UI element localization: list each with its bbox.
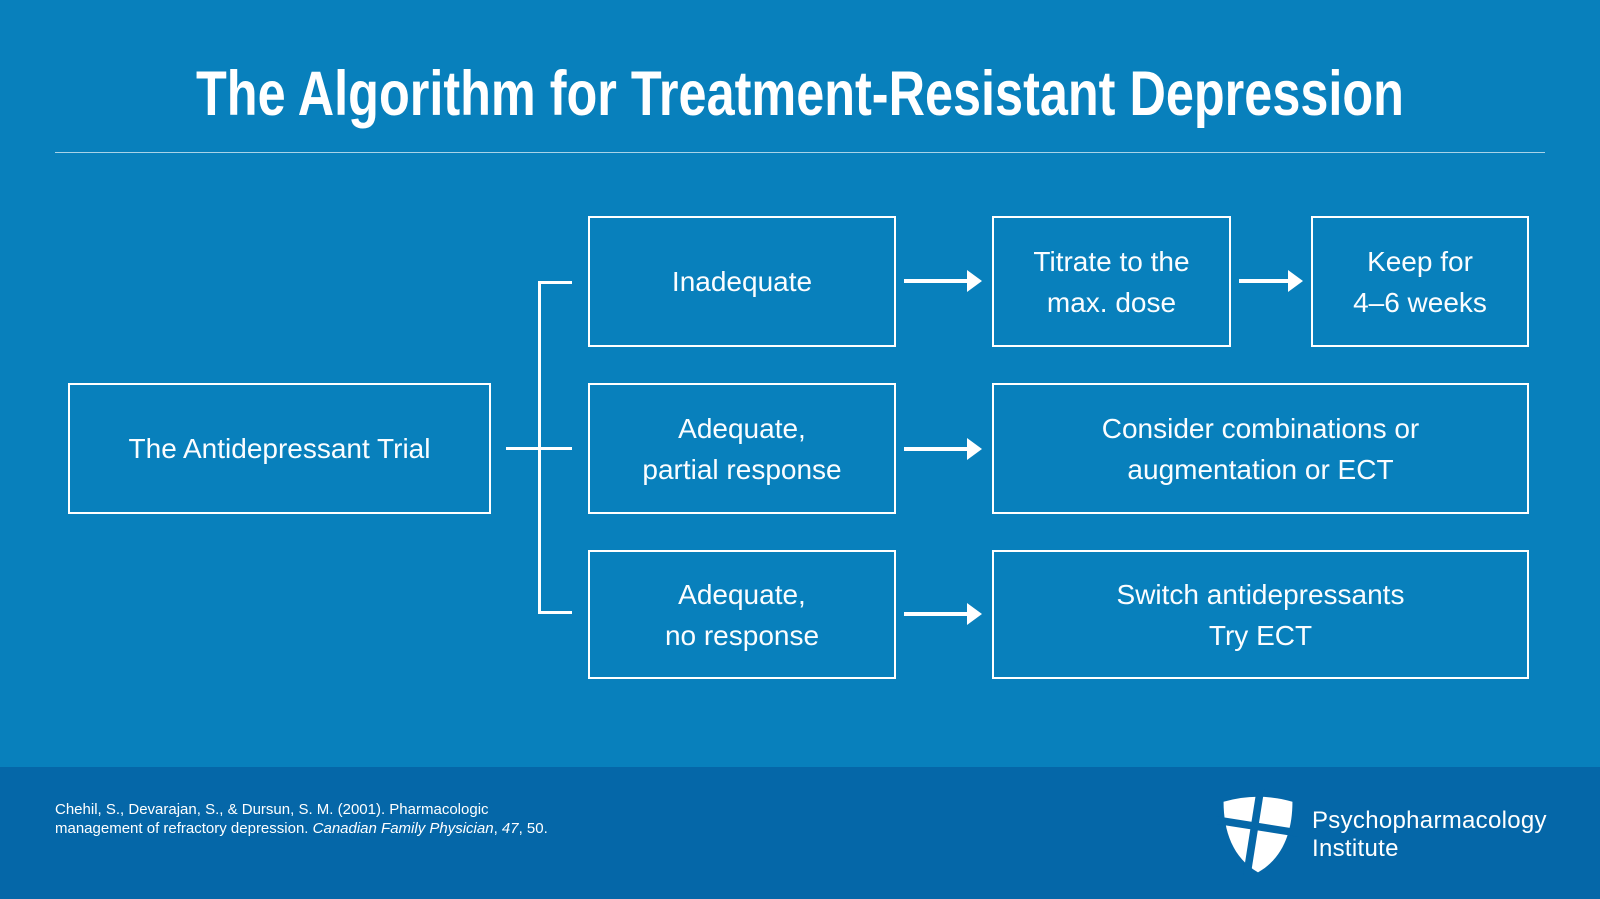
connector-spine: [538, 281, 541, 614]
citation: Chehil, S., Devarajan, S., & Dursun, S. …: [55, 801, 548, 837]
arrow-right-icon: [904, 603, 982, 625]
title-divider: [55, 152, 1545, 153]
node-label-line: augmentation or ECT: [1127, 453, 1394, 485]
logo-name-line2: Institute: [1312, 835, 1399, 862]
arrow-head: [1288, 270, 1303, 292]
node-keep-4-6-weeks: Keep for 4–6 weeks: [1311, 216, 1529, 347]
node-label-line: partial response: [642, 453, 842, 485]
arrow-shaft: [904, 447, 969, 451]
node-label-line: Titrate to the: [1033, 245, 1190, 277]
node-inadequate: Inadequate: [588, 216, 896, 347]
footer: Chehil, S., Devarajan, S., & Dursun, S. …: [0, 767, 1600, 899]
arrow-head: [967, 438, 982, 460]
node-label-line: max. dose: [1046, 286, 1177, 318]
node-label-line: Switch antidepressants: [1116, 578, 1405, 610]
node-label: Inadequate: [671, 266, 813, 297]
node-switch-antidepressants: Switch antidepressants Try ECT: [992, 550, 1529, 679]
node-adequate-no-response: Adequate, no response: [588, 550, 896, 679]
shield-cross-icon: [1216, 789, 1300, 875]
node-label-line: 4–6 weeks: [1353, 286, 1487, 318]
logo-name-line1: Psychopharmacology: [1312, 807, 1547, 834]
arrow-head: [967, 603, 982, 625]
node-label: The Antidepressant Trial: [128, 433, 431, 464]
arrow-right-icon: [1239, 270, 1303, 292]
node-label-line: Adequate,: [678, 578, 806, 610]
node-label-line: Adequate,: [678, 412, 806, 444]
node-label-line: no response: [664, 619, 820, 651]
connector-spine-to-no-response: [538, 611, 572, 614]
arrow-shaft: [1239, 279, 1290, 283]
arrow-shaft: [904, 279, 969, 283]
arrow-shaft: [904, 612, 969, 616]
arrow-head: [967, 270, 982, 292]
arrow-right-icon: [904, 270, 982, 292]
node-label-line: Keep for: [1367, 245, 1473, 277]
node-titrate-max-dose: Titrate to the max. dose: [992, 216, 1231, 347]
node-adequate-partial-response: Adequate, partial response: [588, 383, 896, 514]
node-consider-combinations: Consider combinations or augmentation or…: [992, 383, 1529, 514]
node-antidepressant-trial: The Antidepressant Trial: [68, 383, 491, 514]
page-title: The Algorithm for Treatment-Resistant De…: [196, 59, 1404, 129]
logo-wordmark: Psychopharmacology Institute: [1312, 807, 1547, 863]
node-label-line: Try ECT: [1208, 619, 1313, 651]
connector-spine-to-inadequate: [538, 281, 572, 284]
node-label-line: Consider combinations or: [1101, 412, 1420, 444]
arrow-right-icon: [904, 438, 982, 460]
